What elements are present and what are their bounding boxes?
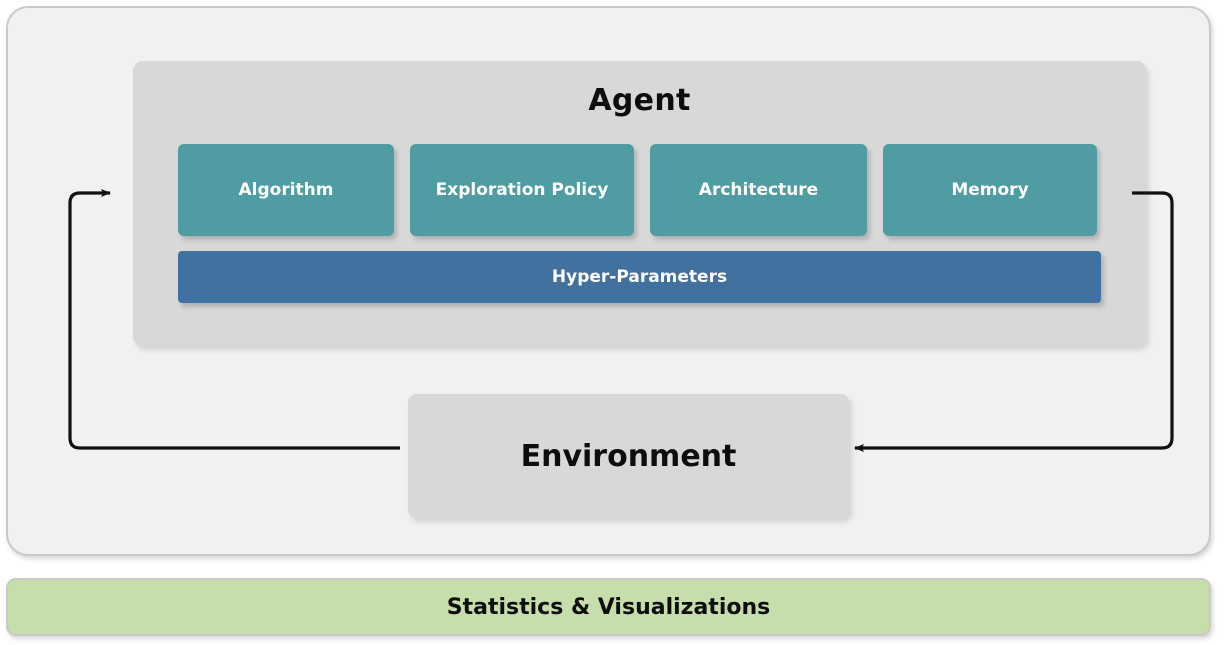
- agent-title: Agent: [588, 83, 691, 118]
- agent-container: Agent Algorithm Exploration Policy Archi…: [133, 61, 1146, 346]
- agent-component-architecture[interactable]: Architecture: [650, 144, 867, 236]
- agent-component-exploration-policy[interactable]: Exploration Policy: [410, 144, 634, 236]
- agent-components-row: Algorithm Exploration Policy Architectur…: [178, 144, 1101, 236]
- rl-framework-panel: Agent Algorithm Exploration Policy Archi…: [6, 6, 1211, 556]
- agent-component-memory[interactable]: Memory: [883, 144, 1097, 236]
- agent-component-algorithm[interactable]: Algorithm: [178, 144, 394, 236]
- statistics-visualizations-bar[interactable]: Statistics & Visualizations: [6, 578, 1211, 636]
- agent-hyper-parameters-bar[interactable]: Hyper-Parameters: [178, 251, 1101, 303]
- environment-container[interactable]: Environment: [408, 394, 849, 518]
